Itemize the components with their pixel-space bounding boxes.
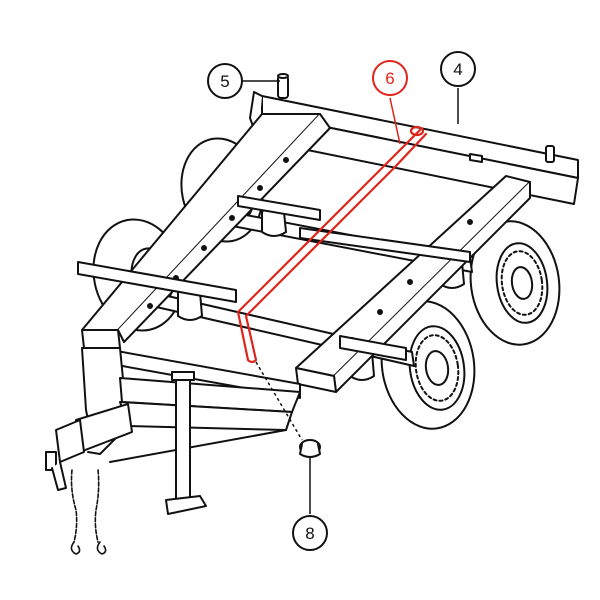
brake-line-highlight bbox=[236, 125, 428, 364]
safety-chains bbox=[70, 469, 107, 555]
outrigger-bars bbox=[77, 195, 471, 361]
line-fitting bbox=[299, 439, 321, 458]
callout-5: 5 bbox=[207, 63, 243, 99]
callout-5-label: 5 bbox=[220, 72, 229, 91]
coupler bbox=[45, 403, 133, 491]
frame-post bbox=[277, 73, 555, 163]
callout-8-label: 8 bbox=[305, 524, 314, 543]
callout-6-label: 6 bbox=[385, 69, 394, 88]
leader-lines bbox=[242, 80, 459, 514]
right-side-rail bbox=[295, 175, 531, 393]
callout-4: 4 bbox=[440, 51, 476, 87]
callout-4-label: 4 bbox=[453, 60, 462, 79]
callout-8: 8 bbox=[292, 515, 328, 551]
wheel-right-rear bbox=[469, 220, 561, 346]
tongue-jack bbox=[165, 371, 207, 515]
callout-6: 6 bbox=[372, 60, 408, 96]
